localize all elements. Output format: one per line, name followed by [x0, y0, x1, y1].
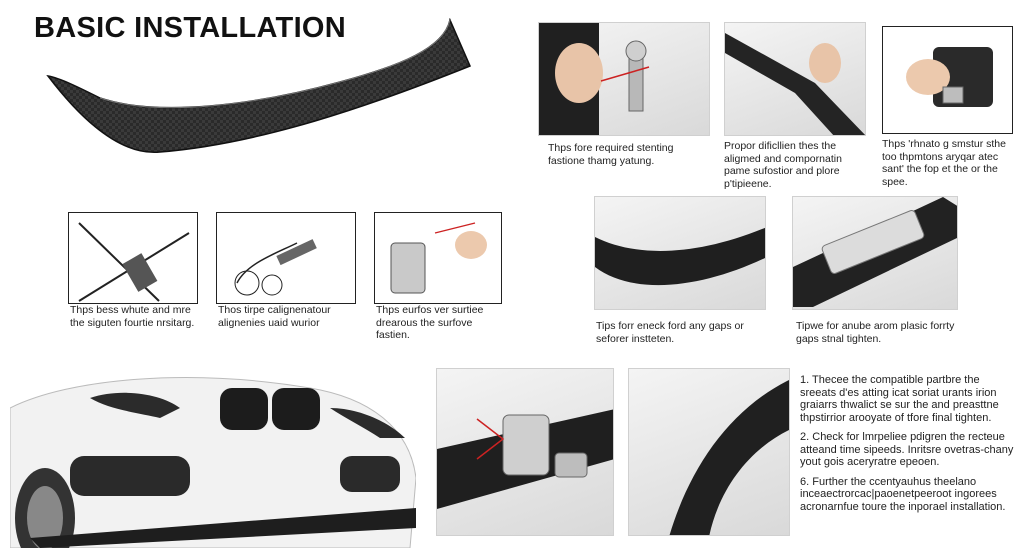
installation-steps: 1. Thecee the compatible partbre the sre… — [800, 374, 1015, 520]
caption-sketch-c: Thps eurfos ver surtiee drearous the sur… — [376, 304, 484, 341]
photo-alignment — [724, 22, 866, 136]
step-text: Check for lmrpeliee pdigren the recteue … — [800, 431, 1014, 468]
caption-top-photo-1: Thps fore required stenting fastione tha… — [548, 142, 674, 167]
step-number: 6. — [800, 475, 810, 488]
caption-mid-photo-1: Tips forr eneck ford any gaps or seforer… — [596, 320, 744, 345]
sketch-tool-c — [374, 212, 502, 304]
caption-top-photo-2: Propor dificllien thes the aligmed and c… — [724, 140, 842, 190]
car-front-image — [10, 368, 416, 548]
step-item: 1. Thecee the compatible partbre the sre… — [800, 374, 1015, 424]
sketch-tool-b — [216, 212, 356, 304]
photo-final-tighten — [792, 196, 958, 310]
step-text: Further the ccentyauhus theelano inceaec… — [800, 475, 1006, 513]
step-item: 2. Check for lmrpeliee pdigren the recte… — [800, 431, 1015, 469]
caption-sketch-a: Thps bess whute and mre the siguten four… — [70, 304, 195, 329]
caption-mid-photo-2: Tipwe for anube arom plasic forrty gaps … — [796, 320, 955, 345]
photo-mount-bracket — [436, 368, 614, 536]
photo-clip-detail — [882, 26, 1013, 134]
caption-sketch-b: Thos tirpe calignenatour alignenies uaid… — [218, 304, 331, 329]
photo-fastener-install — [538, 22, 710, 136]
step-number: 2. — [800, 431, 810, 443]
caption-top-sketch-3: Thps 'rhnato g smstur sthe too thpmtons … — [882, 138, 1006, 188]
step-item: 6. Further the ccentyauhus theelano ince… — [800, 476, 1015, 514]
page-title: BASIC INSTALLATION — [34, 12, 347, 44]
step-number: 1. — [800, 374, 810, 386]
step-text: Thecee the compatible partbre the sreeat… — [800, 374, 999, 424]
photo-gap-check — [594, 196, 766, 310]
photo-lip-closeup — [628, 368, 790, 536]
sketch-tool-a — [68, 212, 198, 304]
hero-spoiler-image — [40, 18, 480, 168]
